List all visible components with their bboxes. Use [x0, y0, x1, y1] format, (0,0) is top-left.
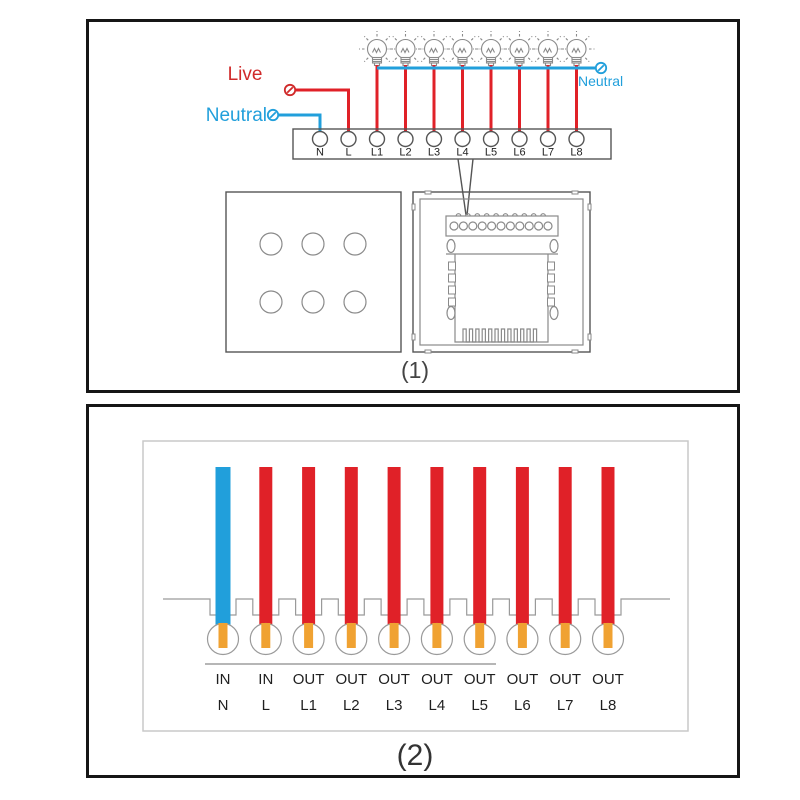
light-bulb-row [358, 30, 596, 67]
touch-button [343, 290, 367, 314]
copper-tip [603, 623, 613, 648]
io-label-l2: OUT [335, 671, 367, 688]
io-label-l5: OUT [464, 671, 496, 688]
terminal-label-l4: L4 [456, 147, 468, 159]
neutral-screw-icon [594, 61, 608, 75]
terminal-label-l8: L8 [570, 147, 582, 159]
switch-module-back [411, 190, 592, 354]
wire-label-l1: L1 [300, 697, 317, 714]
wire-label-n: N [218, 697, 229, 714]
module-screw-holes [446, 238, 559, 321]
light-bulb-icon [529, 30, 567, 67]
io-label-l3: OUT [378, 671, 410, 688]
wires [215, 467, 615, 625]
wire-label-l: L [262, 697, 270, 714]
io-label-l4: OUT [421, 671, 453, 688]
live-wire [259, 467, 273, 625]
panel1-caption: (1) [401, 357, 429, 383]
copper-tip [346, 623, 356, 648]
terminal-closeup-canvas: IN IN OUT OUT OUT OUT OUT OUT OUT OUT N … [142, 440, 689, 772]
terminal-label-l3: L3 [428, 147, 440, 159]
wire-label-l4: L4 [429, 697, 446, 714]
load-wire [601, 467, 615, 625]
load-wire [473, 467, 487, 625]
light-bulb-icon [415, 30, 453, 67]
neutral-left-label: Neutral [206, 105, 267, 126]
terminal-closeup-panel: IN IN OUT OUT OUT OUT OUT OUT OUT OUT N … [86, 404, 740, 778]
live-screw-icon [283, 83, 297, 97]
touch-panel-front [225, 191, 402, 353]
neutral-right-label: Neutral [578, 73, 623, 89]
callout-pointer [457, 158, 474, 216]
load-wire [387, 467, 401, 625]
terminal-label-l: L [345, 147, 351, 159]
wire-label-l5: L5 [471, 697, 488, 714]
io-label-n: IN [216, 671, 231, 688]
module-terminal-block [445, 213, 559, 237]
heatsink-fins [462, 328, 538, 343]
copper-tip [304, 623, 314, 648]
load-wire [515, 467, 529, 625]
terminal-label-l2: L2 [399, 147, 411, 159]
touch-button [343, 232, 367, 256]
closeup-frame [142, 440, 689, 732]
light-bulb-icon [358, 30, 396, 67]
wiring-diagram-canvas: Neutral Live Neutral N L L1 [206, 30, 623, 383]
copper-tip [560, 623, 570, 648]
io-label-l8: OUT [592, 671, 624, 688]
wire-label-l3: L3 [386, 697, 403, 714]
copper-tip [218, 623, 228, 648]
terminal-housing-edge [163, 598, 670, 616]
panel2-caption: (2) [397, 739, 434, 772]
live-label: Live [228, 64, 263, 85]
terminal-label-n: N [316, 147, 324, 159]
light-bulb-icon [443, 30, 482, 67]
touch-button [301, 232, 325, 256]
io-label-l: IN [258, 671, 273, 688]
wire-label-l6: L6 [514, 697, 531, 714]
neutral-feed-wire [278, 113, 322, 131]
neutral-wire [215, 467, 231, 625]
wire-label-l7: L7 [557, 697, 574, 714]
terminal-label-l6: L6 [513, 147, 525, 159]
light-bulb-icon [500, 30, 539, 67]
copper-tip [389, 623, 399, 648]
terminal-label-l5: L5 [485, 147, 497, 159]
light-bulb-icon [557, 30, 596, 67]
wire-label-l8: L8 [600, 697, 617, 714]
touch-button [259, 290, 283, 314]
touch-button [301, 290, 325, 314]
copper-tip [261, 623, 271, 648]
copper-tip [432, 623, 442, 648]
load-wire [344, 467, 358, 625]
live-feed-wire [295, 88, 350, 131]
light-bulb-icon [386, 30, 425, 67]
terminal-label-l1: L1 [371, 147, 383, 159]
load-wire [302, 467, 316, 625]
io-label-l1: OUT [293, 671, 325, 688]
io-label-l6: OUT [507, 671, 539, 688]
load-wires [375, 65, 578, 131]
wire-label-l2: L2 [343, 697, 360, 714]
copper-tip [475, 623, 485, 648]
load-wire [430, 467, 444, 625]
light-bulb-icon [472, 30, 510, 67]
module-body [448, 254, 555, 343]
terminal-holes [206, 622, 625, 656]
wiring-diagram-panel: Neutral Live Neutral N L L1 [86, 19, 740, 393]
terminal-label-l7: L7 [542, 147, 554, 159]
copper-tip [517, 623, 527, 648]
neutral-screw-icon [266, 108, 280, 122]
terminal-strip: N L L1 L2 L3 L4 L5 L6 L7 L8 [292, 128, 612, 160]
load-wire [558, 467, 572, 625]
touch-button [259, 232, 283, 256]
io-label-l7: OUT [549, 671, 581, 688]
